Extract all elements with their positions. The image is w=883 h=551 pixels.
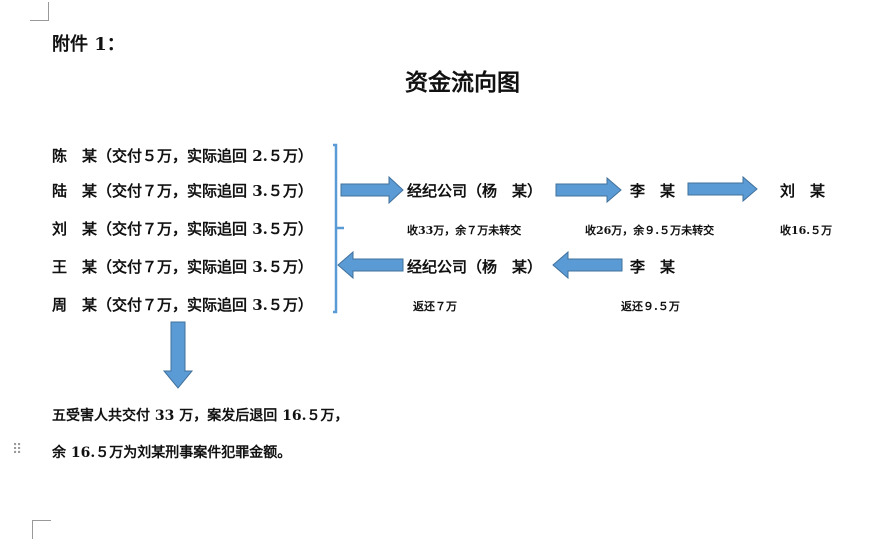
flow-note: 收33万，余７万未转交 bbox=[407, 224, 522, 237]
flow-node-li: 李 某 bbox=[630, 182, 676, 200]
flow-note: 返还７万 bbox=[413, 300, 457, 313]
attachment-label: 附件 1： bbox=[52, 34, 125, 55]
arrow-right bbox=[555, 176, 622, 204]
arrow-down bbox=[162, 321, 194, 389]
victim-row: 周 某（交付７万，实际追回 3.５万） bbox=[52, 296, 313, 314]
page-title: 资金流向图 bbox=[405, 69, 520, 96]
bracket bbox=[333, 143, 344, 314]
flow-note: 返还９.５万 bbox=[621, 300, 680, 313]
arrow-left bbox=[337, 250, 404, 280]
flow-note: 收26万，余９.５万未转交 bbox=[585, 224, 715, 237]
summary-line: 余 16.５万为刘某刑事案件犯罪金额。 bbox=[52, 445, 292, 461]
flow-note: 收16.５万 bbox=[780, 224, 833, 237]
page-corner-mark bbox=[30, 2, 49, 21]
page-corner-mark bbox=[32, 520, 51, 539]
victim-row: 陆 某（交付７万，实际追回 3.５万） bbox=[52, 182, 313, 200]
victim-row: 王 某（交付７万，实际追回 3.５万） bbox=[52, 258, 313, 276]
arrow-right bbox=[687, 175, 758, 203]
victim-row: 刘 某（交付７万，实际追回 3.５万） bbox=[52, 220, 313, 238]
victim-row: 陈 某（交付５万，实际追回 2.５万） bbox=[52, 147, 313, 165]
flow-node-agency: 经纪公司（杨 某） bbox=[407, 182, 543, 200]
flow-node-li: 李 某 bbox=[630, 258, 676, 276]
arrow-right bbox=[340, 175, 404, 205]
flow-node-liu: 刘 某 bbox=[780, 182, 826, 200]
arrow-left bbox=[552, 250, 623, 280]
flow-node-agency: 经纪公司（杨 某） bbox=[407, 258, 543, 276]
drag-handle-icon[interactable]: ⠿ bbox=[12, 442, 23, 458]
summary-line: 五受害人共交付 33 万，案发后退回 16.５万， bbox=[52, 408, 349, 424]
